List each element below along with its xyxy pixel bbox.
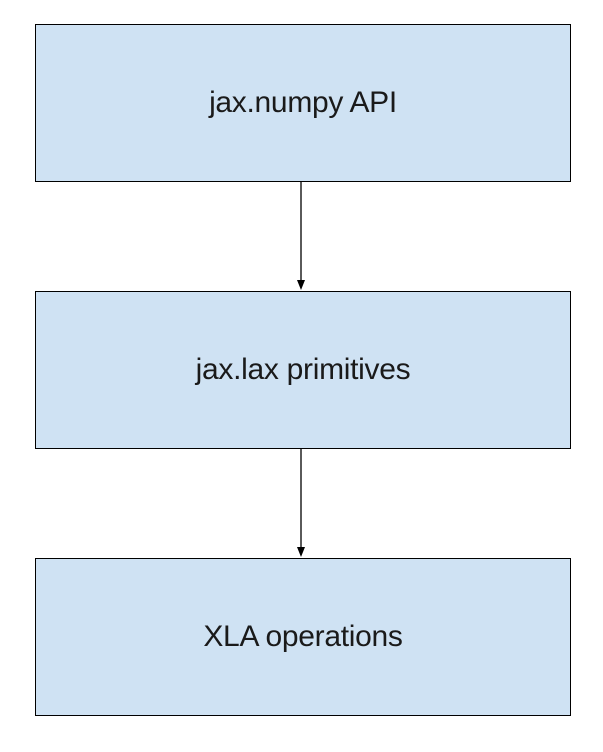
jax-numpy-api-box: jax.numpy API <box>35 24 571 182</box>
xla-operations-box: XLA operations <box>35 558 571 716</box>
arrow-lax-to-xla <box>297 449 305 557</box>
jax-lax-primitives-box: jax.lax primitives <box>35 291 571 449</box>
jax-numpy-api-label: jax.numpy API <box>209 86 397 119</box>
xla-operations-label: XLA operations <box>203 620 403 653</box>
arrow-numpy-to-lax <box>297 182 305 290</box>
jax-lax-primitives-label: jax.lax primitives <box>195 353 411 386</box>
